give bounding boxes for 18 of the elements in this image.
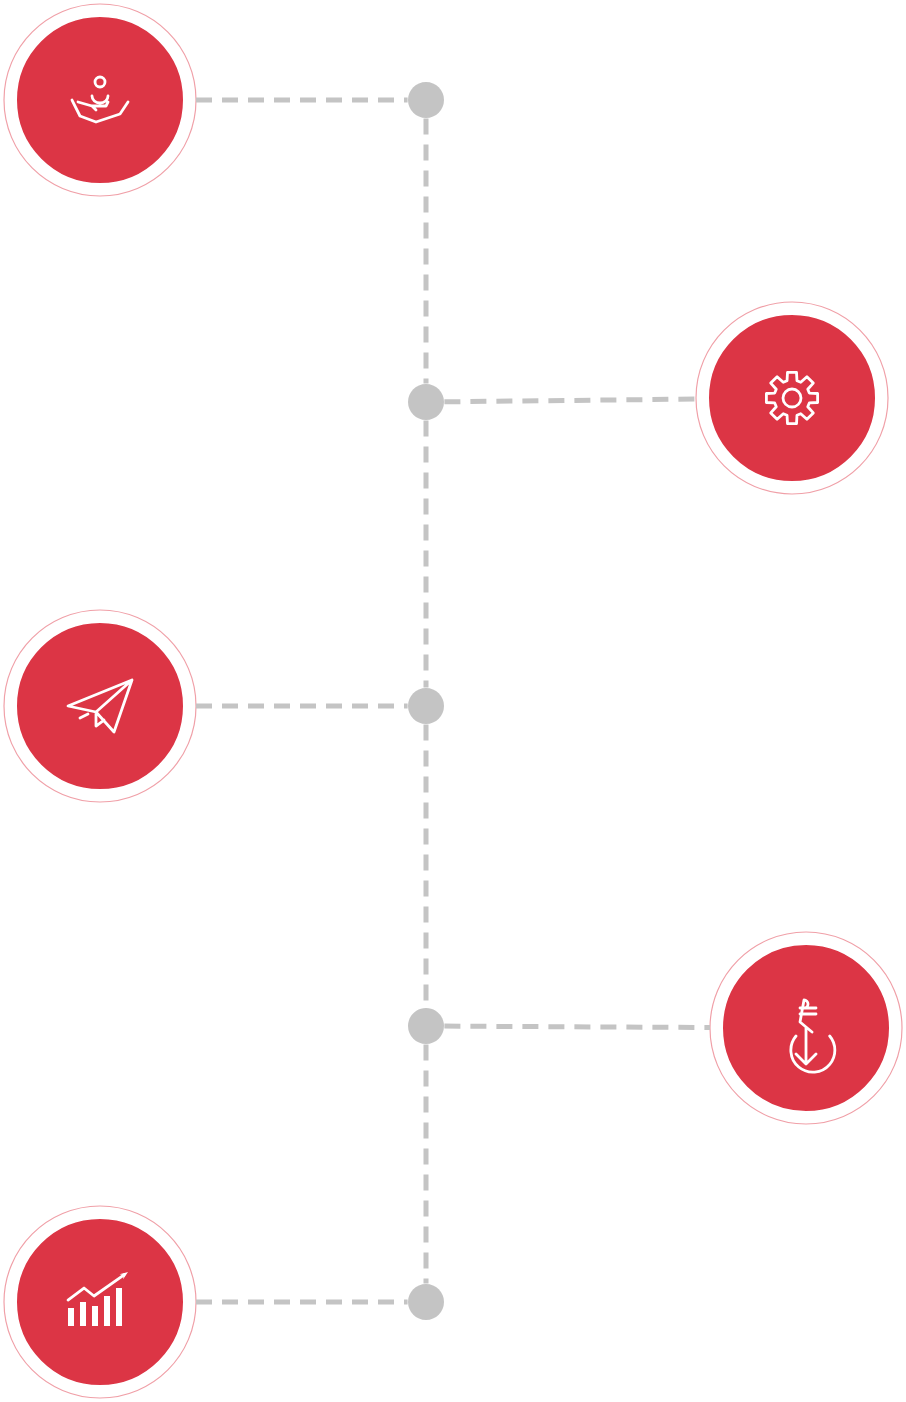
icon-circle bbox=[695, 301, 889, 495]
timeline-dot bbox=[408, 688, 444, 724]
dashed-line bbox=[196, 1299, 408, 1305]
timeline-dot bbox=[408, 82, 444, 118]
icon-circle bbox=[709, 931, 903, 1125]
dashed-line bbox=[423, 1044, 429, 1284]
timeline-dot bbox=[408, 384, 444, 420]
dashed-line bbox=[423, 420, 429, 688]
icon-circle bbox=[3, 609, 197, 803]
timeline-dot bbox=[408, 1008, 444, 1044]
dashed-line bbox=[196, 97, 408, 103]
icon-circle bbox=[3, 1205, 197, 1399]
dashed-line bbox=[444, 1023, 711, 1030]
timeline-dot bbox=[408, 1284, 444, 1320]
dashed-line bbox=[196, 703, 408, 709]
dashed-line bbox=[423, 118, 429, 384]
icon-circle bbox=[3, 3, 197, 197]
dashed-line bbox=[444, 396, 697, 405]
